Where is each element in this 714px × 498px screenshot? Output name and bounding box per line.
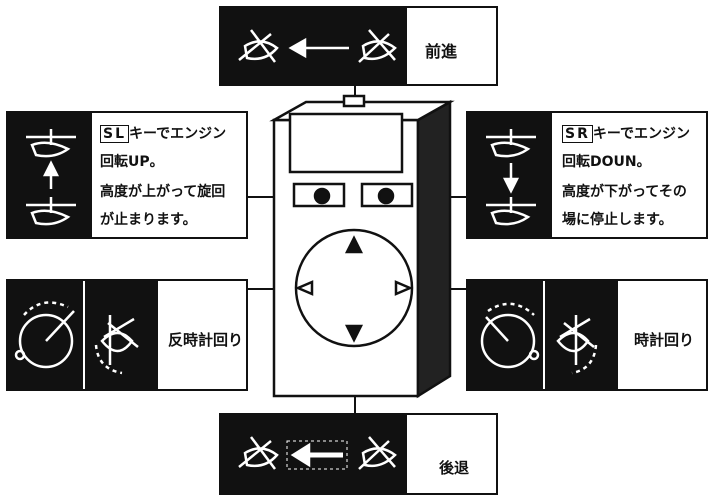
rotate-ccw-icon — [14, 301, 139, 375]
sl-line2: 回転UP。 — [100, 154, 164, 170]
sr-key: SR — [562, 125, 593, 143]
ccw-label: 反時計回り — [168, 331, 244, 349]
sl-line1-text: キーでエンジン — [129, 126, 227, 142]
panel-cw: 時計回り — [466, 279, 708, 391]
sl-line3: 高度が上がって旋回 — [100, 184, 226, 200]
panel-backward: 後退 — [219, 413, 498, 495]
arrow-up-icon — [26, 129, 76, 226]
sr-line1-text: キーでエンジン — [592, 126, 691, 142]
sr-line3: 高度が下がってその — [562, 184, 687, 200]
rotate-cw-icon — [480, 302, 598, 375]
panel-forward: 前進 — [219, 6, 498, 86]
forward-label: 前進 — [425, 42, 458, 61]
cw-label: 時計回り — [634, 331, 695, 349]
helicopter-icon — [238, 29, 397, 63]
panel-ccw: 反時計回り — [6, 279, 248, 391]
sr-line4: 場に停止します。 — [562, 212, 673, 228]
helicopter-icon — [238, 436, 397, 470]
controller-icon — [269, 94, 455, 399]
arrow-down-icon — [486, 129, 536, 226]
sr-line2: 回転DOUN。 — [562, 154, 651, 170]
sl-key: SL — [100, 125, 130, 143]
backward-label: 後退 — [439, 459, 470, 477]
sl-line4: が止まります。 — [100, 212, 197, 228]
